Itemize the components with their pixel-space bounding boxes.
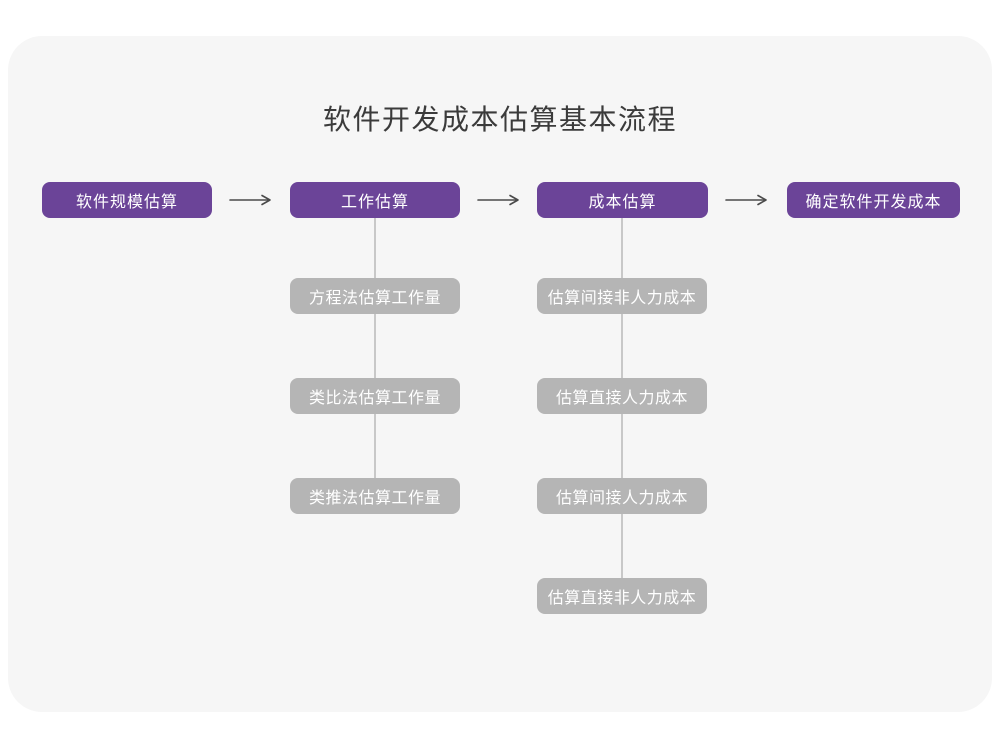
- substep-direct-non-labor-cost: 估算直接非人力成本: [537, 578, 707, 614]
- flowchart-card: 软件开发成本估算基本流程 软件规模估算 工作估算 成本估算 确定软件开发成本 方…: [8, 36, 992, 712]
- substep-indirect-non-labor-cost: 估算间接非人力成本: [537, 278, 707, 314]
- substep-equation-method: 方程法估算工作量: [290, 278, 460, 314]
- page-title: 软件开发成本估算基本流程: [322, 104, 677, 135]
- arrow-right-icon: [229, 194, 271, 206]
- step-software-scale-estimation: 软件规模估算: [42, 182, 212, 218]
- substep-analogy-method: 类比法估算工作量: [290, 378, 460, 414]
- connector-line-work-estimation: [374, 218, 376, 496]
- substep-direct-labor-cost: 估算直接人力成本: [537, 378, 707, 414]
- arrow-right-icon: [725, 194, 767, 206]
- arrow-right-icon: [477, 194, 519, 206]
- step-cost-estimation: 成本估算: [537, 182, 708, 218]
- substep-indirect-labor-cost: 估算间接人力成本: [537, 478, 707, 514]
- step-determine-software-development-cost: 确定软件开发成本: [787, 182, 960, 218]
- substep-extrapolation-method: 类推法估算工作量: [290, 478, 460, 514]
- step-work-estimation: 工作估算: [290, 182, 460, 218]
